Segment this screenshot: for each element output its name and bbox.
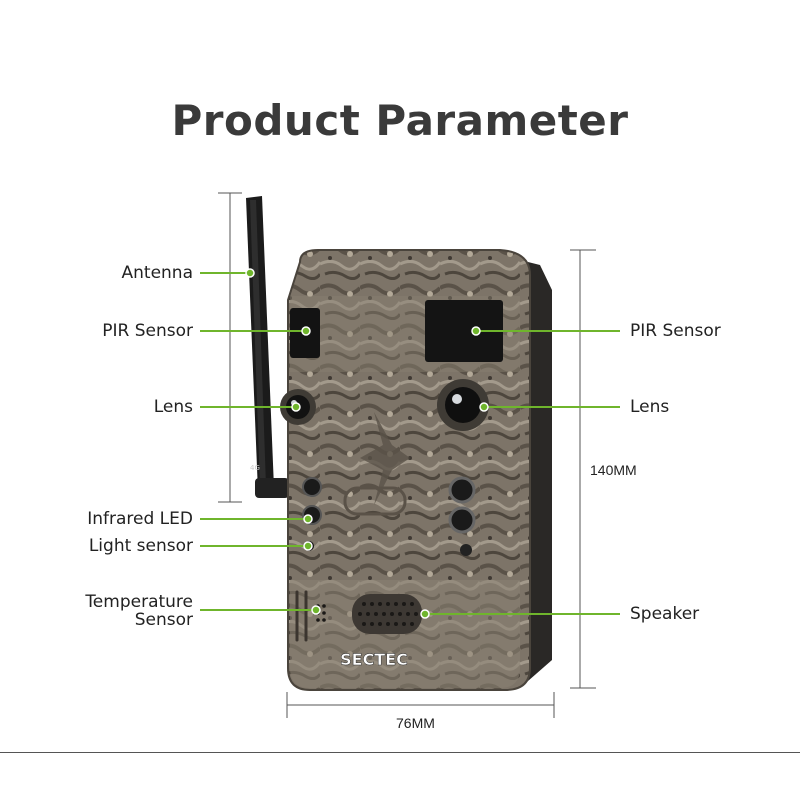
brand-logo: SECTEC [340, 650, 408, 669]
label-infrared-led: Infrared LED [87, 509, 193, 529]
footer-divider [0, 752, 800, 753]
width-dimension-label: 76MM [396, 715, 435, 731]
callout-lines [200, 272, 620, 615]
width-dimension-line [286, 692, 555, 718]
page-title: Product Parameter [171, 96, 629, 145]
label-temperature-sensor: Temperature Sensor [85, 593, 193, 629]
label-pir-sensor-left: PIR Sensor [102, 321, 193, 341]
label-pir-sensor-right: PIR Sensor [630, 321, 721, 341]
label-lens-right: Lens [630, 397, 670, 417]
lens-right [437, 379, 489, 431]
label-temperature-line2: Sensor [134, 610, 193, 630]
label-antenna: Antenna [121, 263, 194, 283]
label-temperature-line1: Temperature [85, 592, 193, 612]
label-lens-left: Lens [153, 397, 193, 417]
callout-dots [245, 268, 489, 619]
label-light-sensor: Light sensor [88, 536, 193, 556]
antenna: 4G [246, 196, 289, 498]
pir-sensor-right [425, 300, 503, 362]
antenna-dimension-line [218, 192, 242, 503]
height-dimension-label: 140MM [590, 462, 637, 478]
label-speaker: Speaker [630, 604, 700, 624]
speaker-grille [352, 594, 422, 634]
svg-text:4G: 4G [250, 464, 260, 472]
